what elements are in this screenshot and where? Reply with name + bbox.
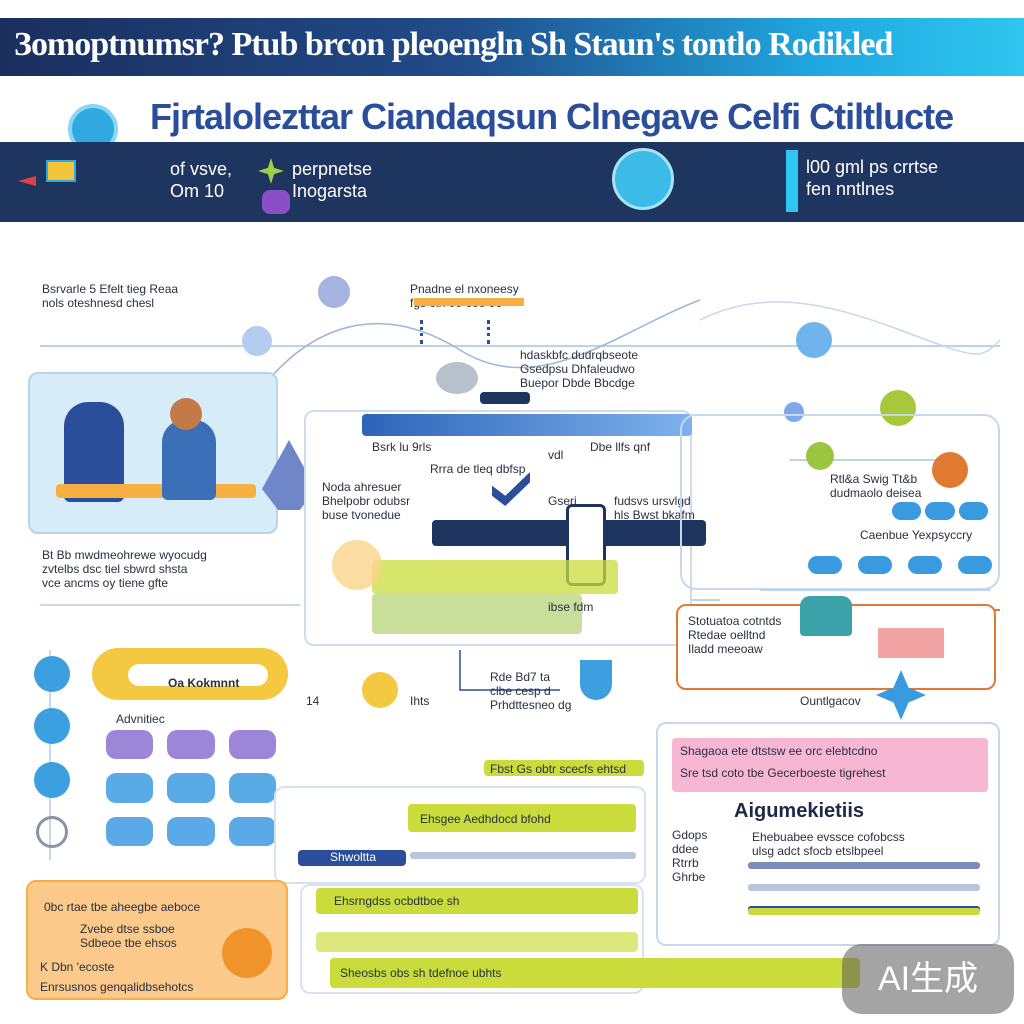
desk-illustration [56,484,256,498]
progress-line [748,884,980,891]
right-panel-heading: Rtl&a Swig Tt&b dudmaolo deisea [830,472,922,500]
decor-circle [880,390,916,426]
center-card-green-area-2 [372,594,582,634]
band-item-3: l00 gml ps crrtse fen nntlnes [806,157,939,199]
header-banner: Зomoptnumsr? Ptub brcon pleoengln Sh Sta… [0,18,1024,76]
pink-banner-text: Shagaoa ete dtstsw ee orc elebtcdno [680,744,878,758]
yellow-strip [484,760,644,776]
decor-circle [806,442,834,470]
decor-circle [784,402,804,422]
bottom-bar-1-text: Ehsgee Aedhdocd bfohd [420,812,551,826]
person-sitting-illustration [162,420,216,500]
watermark-text: AI生成 [877,960,979,998]
arrow-icon [18,176,36,186]
center-card-label-left: Bsrk lu 9rls [372,440,432,454]
center-card-note: Noda ahresuer Bhelpobr odubsr buse tvone… [322,480,411,522]
center-card-label-mid: vdl [548,448,564,462]
node-dot [34,656,70,692]
blue-shape [580,660,612,700]
decor-circle [242,326,272,356]
chat-bubble-icon [262,190,290,214]
orange-ball [222,928,272,978]
decor-circle [436,362,478,394]
person-icon [612,148,674,210]
middle-left-label: Advnitiec [116,712,165,726]
page-subtitle: Fjrtalolezttar Ciandaqsun Clnegave Celfi… [150,96,954,137]
left-panel-caption: Bt Bb mwdmeohrewe wyocudg zvtelbs dsc ti… [42,548,207,590]
decor-circle [932,452,968,488]
orange-box-text-2: K Dbn 'ecoste [40,960,115,974]
reader-illustration [800,596,852,636]
head-illustration [170,398,202,430]
blue-bar-1 [298,850,406,866]
bottom-bars-card [274,786,646,884]
right-panel-note: Stotuatoa cotntds Rtedae oelltnd Iladd m… [688,614,782,656]
bottom-bar-4-text: Sheosbs obs sh tdefnoe ubhts [340,966,502,980]
sun-glow [332,540,382,590]
right-bottom-line-1: Ehebuabee evssce cofobcss [752,830,905,844]
band-item-2: perpnetse Inogarsta [292,159,373,201]
center-card-bar-label: ibse fdm [548,600,594,614]
pink-banner-text-2: Sre tsd coto tbe Gecerboeste tigrehest [680,766,886,780]
bottom-bar-3-text: Ehsrngdss ocbdtboe sh [334,894,460,908]
orange-box-footer: Enrsusnos genqalidbsehotcs [40,980,194,994]
node-dot [34,708,70,744]
decor-circle [318,276,350,308]
node-dot [34,762,70,798]
yellow-bar [330,958,860,988]
green-bar-3 [316,932,638,952]
decor-circle [796,322,832,358]
progress-line [748,908,980,915]
orange-box-text: Zvebe dtse ssboe Sdbeoe tbe ehsos [80,922,177,950]
center-card-header [362,414,692,436]
gold-coin [362,672,398,708]
yellow-pill [92,648,288,700]
right-panel-label: Caenbue Yexpsyccry [860,528,973,542]
middle-left-small-1: 14 [306,694,320,708]
left-panel-heading: Bsrvarle 5 Efelt tieg Reaa nols oteshnes… [42,282,179,310]
node-row [420,320,490,344]
middle-left-small-2: Ihts [410,694,430,708]
page-title: Зomoptnumsr? Ptub brcon pleoengln Sh Sta… [14,26,893,63]
ai-generated-watermark: AI生成 [842,944,1014,1014]
envelope-icon [46,160,76,182]
chart-bars-icon [786,150,798,212]
right-bottom-heading: Aigumekietiis [734,800,865,822]
pill-row-2 [808,556,992,574]
middle-left-note: Rde Bd7 ta clbe cesp d Prhdttesneo dg [490,670,572,712]
bottom-bar-2-text: Shwoltta [330,850,377,864]
progress-line [748,862,980,869]
green-bar-2 [316,888,638,914]
center-card-caption: Rrra de tleq dbfsp [430,462,526,476]
center-card-green-area [372,560,618,594]
pill-row [892,502,988,520]
middle-left-pill-text: Oa Kokmnnt [168,676,240,690]
band-item-1: of vsve, Om 10 [170,159,233,201]
orange-strip [414,298,524,306]
node-dot [36,816,68,848]
blue-line [410,852,636,859]
right-panel-outcome: Ountlgacov [800,694,861,708]
orange-box-title: 0bc rtae tbe aheegbe aeboce [44,900,201,914]
yellow-strip-text: Fbst Gs obtr scecfs ehtsd [490,762,627,776]
pink-banner [672,738,988,792]
info-band: of vsve, Om 10 perpnetse Inogarsta l00 g… [0,142,1024,222]
green-bar-1 [408,804,636,832]
pink-tile [878,628,944,658]
right-bottom-side: Gdops ddee Rtrrb Ghrbe [672,828,708,884]
left-illustration-card [28,372,278,534]
center-card-label-right: Dbe llfs qnf [590,440,651,454]
device-icon [480,392,530,404]
pill-inner [128,664,268,686]
right-panel-frame [680,414,1000,590]
center-top-note: hdaskbfc dudrqbseote Gsedpsu Dhfaleudwo … [520,348,639,390]
node-column [34,656,72,856]
grid-icons [106,730,276,846]
right-bottom-line-2: ulsg adct sfocb etslbpeel [752,844,884,858]
